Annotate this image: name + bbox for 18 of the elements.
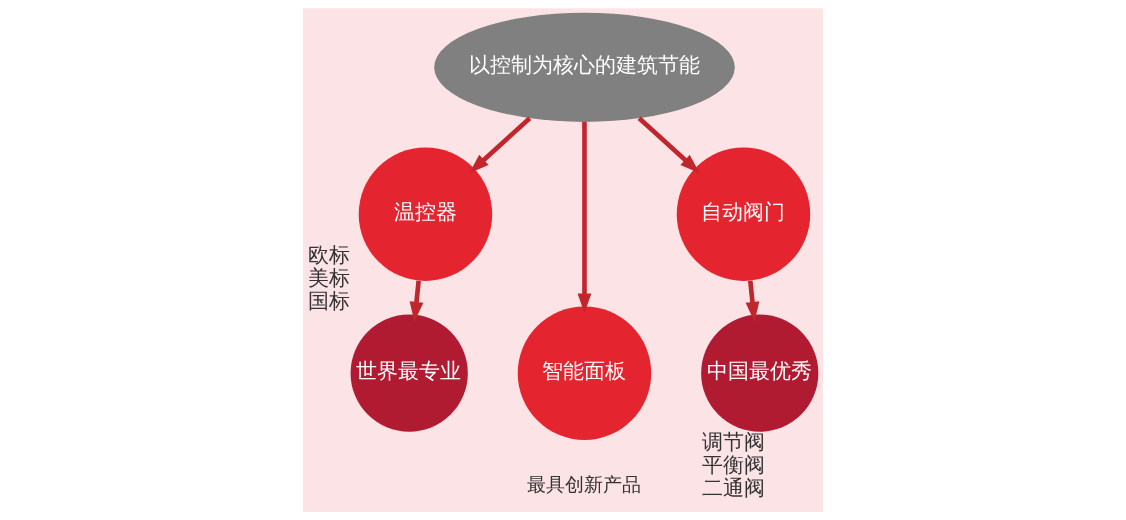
node-circle: 智能面板 (517, 306, 652, 440)
node-circle: 中国最优秀 (701, 314, 819, 432)
node-label: 国标 (308, 289, 351, 314)
arrow (637, 116, 700, 174)
node-circle: 世界最专业 (350, 314, 468, 432)
node-ellipse: 以控制为核心的建筑节能 (434, 12, 735, 122)
node-label: 美标 (308, 265, 351, 290)
node-circle: 自动阀门 (676, 147, 811, 281)
arrow (409, 280, 424, 322)
node-label: 二通阀 (701, 475, 765, 500)
arrow (469, 116, 532, 174)
node-label: 欧标 (308, 242, 351, 267)
node-circle: 温控器 (358, 147, 493, 281)
node-label: 平衡阀 (701, 452, 765, 477)
node-label: 调节阀 (701, 429, 765, 454)
arrow (577, 122, 592, 314)
node-label: 最具创新产品 (527, 473, 642, 495)
arrow (745, 280, 760, 322)
